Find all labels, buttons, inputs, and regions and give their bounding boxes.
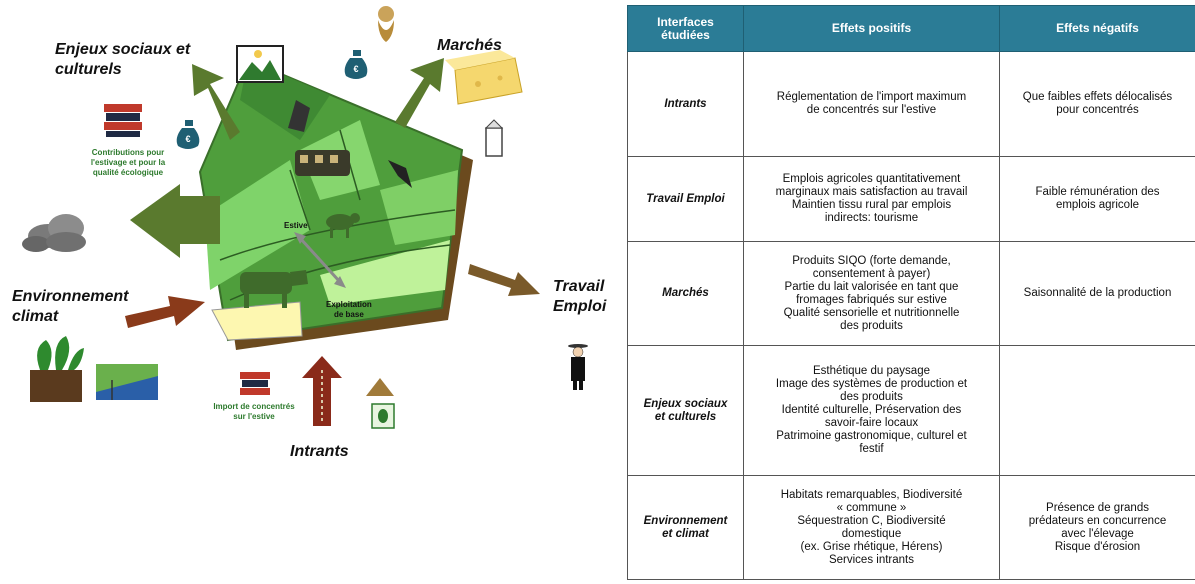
row-negative: Présence de grands prédateurs en concurr… [999, 475, 1195, 580]
label-travail: Travail Emploi [553, 278, 607, 315]
cow-icon [240, 270, 308, 308]
label-estive: Estive [284, 221, 308, 230]
arrow-environnement-out [130, 184, 220, 258]
seed-bag-icon [371, 403, 395, 429]
field-patch [205, 160, 310, 290]
row-interface: Travail Emploi [627, 156, 744, 242]
row-interface: Enjeux sociaux et culturels [627, 345, 744, 476]
row-interface: Intrants [627, 51, 744, 157]
row-positive: Emplois agricoles quantitativement margi… [743, 156, 1000, 242]
wolf-icon [288, 100, 310, 132]
arrow-intrants [302, 356, 342, 426]
header-effets-negatifs: Effets négatifs [999, 5, 1195, 52]
row-positive: Réglementation de l'import maximum de co… [743, 51, 1000, 157]
row-negative: Que faibles effets délocalisés pour conc… [999, 51, 1195, 157]
row-negative: Faible rémunération des emplois agricole [999, 156, 1195, 242]
arrow-enjeux [192, 64, 240, 140]
table-row: Intrants Réglementation de l'import maxi… [627, 51, 1195, 157]
person-icon [568, 344, 588, 390]
row-negative [999, 345, 1195, 476]
money-bag-icon: € [344, 50, 368, 79]
effects-table: Interfaces étudiées Effets positifs Effe… [627, 5, 1195, 580]
label-enjeux-sociaux: Enjeux sociaux et culturels [55, 41, 191, 78]
table-row: Enjeux sociaux et culturels Esthétique d… [627, 345, 1195, 476]
row-positive: Habitats remarquables, Biodiversité « co… [743, 475, 1000, 580]
row-negative: Saisonnalité de la production [999, 241, 1195, 346]
table-row: Marchés Produits SIQO (forte demande, co… [627, 241, 1195, 346]
money-bag-icon: € [176, 120, 200, 149]
field-patch [320, 240, 450, 305]
row-interface: Environnement et climat [627, 475, 744, 580]
label-exploitation: Exploitation de base [326, 300, 372, 319]
arrow-travail [468, 264, 540, 296]
books-icon [104, 104, 142, 137]
label-import: Import de concentrés sur l'estive [213, 402, 295, 421]
euro-symbol: € [353, 64, 358, 74]
row-positive: Produits SIQO (forte demande, consenteme… [743, 241, 1000, 346]
sheep-icon [326, 213, 360, 238]
yellow-field [211, 301, 303, 341]
table-header-row: Interfaces étudiées Effets positifs Effe… [627, 5, 1195, 52]
field-patch [380, 170, 458, 245]
books-icon [240, 372, 270, 395]
diagram-graphic: € € [22, 6, 588, 429]
label-contributions: Contributions pour l'estivage et pour la… [90, 148, 166, 177]
table-row: Environnement et climat Habitats remarqu… [627, 475, 1195, 580]
row-positive: Esthétique du paysage Image des systèmes… [743, 345, 1000, 476]
landscape-picture-icon [236, 45, 284, 83]
header-interfaces: Interfaces étudiées [627, 5, 744, 52]
header-effets-positifs: Effets positifs [743, 5, 1000, 52]
eagle-icon [388, 160, 412, 188]
cheese-icon [445, 50, 523, 105]
label-intrants: Intrants [290, 443, 349, 460]
label-environnement: Environnement climat [12, 288, 129, 325]
arrow-marches [395, 58, 444, 128]
euro-symbol: € [185, 134, 190, 144]
milk-carton-icon [484, 119, 504, 157]
herd-icon [295, 150, 350, 176]
label-marches: Marchés [437, 37, 502, 54]
plant-soil-icon [30, 336, 84, 402]
feed-pile-icon [366, 378, 394, 396]
water-landscape-icon [96, 364, 158, 400]
arrow-environnement-in [125, 296, 205, 328]
ecosystem-services-diagram: € € [12, 6, 606, 460]
bell-icon [378, 6, 394, 42]
row-interface: Marchés [627, 241, 744, 346]
cloud-icon [22, 214, 86, 252]
table-row: Travail Emploi Emplois agricoles quantit… [627, 156, 1195, 242]
transhumance-arrow [298, 236, 342, 284]
